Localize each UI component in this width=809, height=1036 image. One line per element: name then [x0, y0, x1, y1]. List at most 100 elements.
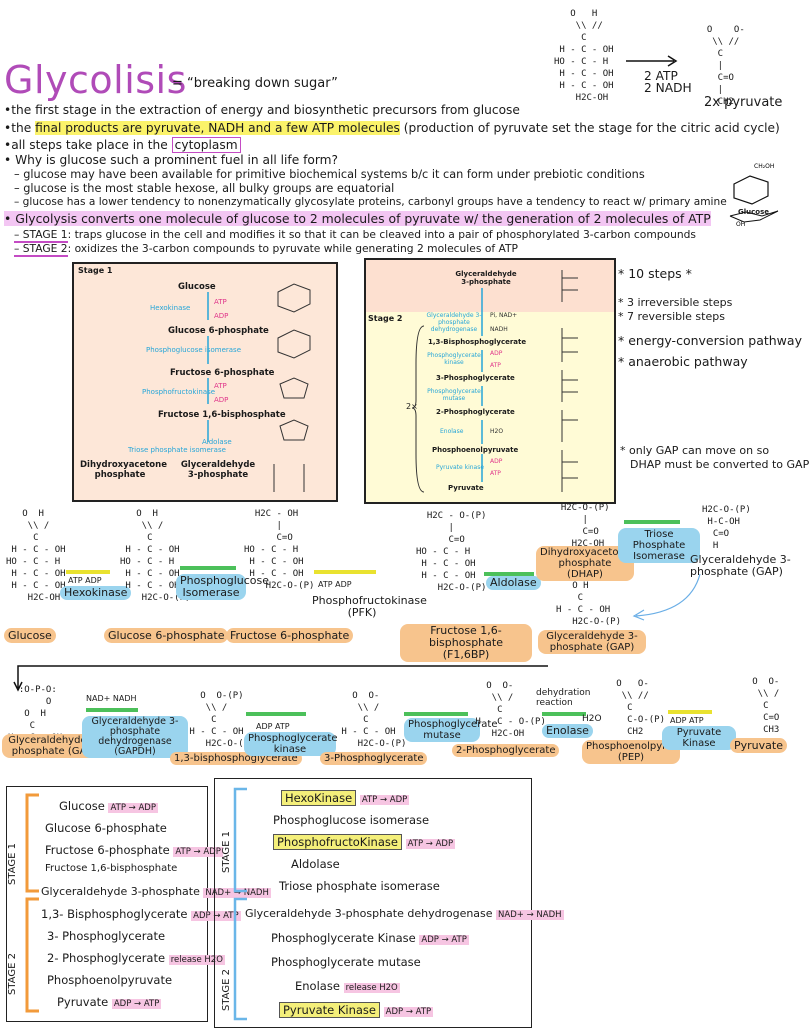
summary-left-row: 3- Phosphoglycerate — [47, 929, 166, 943]
stage2-gap: Glyceraldehyde 3-phosphate — [455, 270, 517, 286]
stage1-hexokinase: Hexokinase — [150, 304, 191, 312]
summary-left-row: Glyceraldehyde 3-phosphate NAD+ → NADH — [41, 885, 271, 898]
row2-enolase-arrow — [542, 712, 586, 716]
stage1-atp-1: ATP — [214, 298, 227, 306]
summary-right-box: STAGE 1 STAGE 2 HexoKinase ATP → ADP Pho… — [214, 778, 564, 1028]
svg-text:CH₂OH: CH₂OH — [754, 163, 774, 170]
bullet-stage1: – STAGE 1: traps glucose in the cell and… — [14, 228, 696, 243]
row2-dehydration-note: dehydration reaction — [536, 688, 591, 708]
stage2-structures — [561, 270, 578, 492]
stage2-pgm: Phosphoglycerate mutase — [427, 388, 481, 402]
summary-right-row: Glyceraldehyde 3-phosphate dehydrogenase… — [245, 907, 564, 920]
row1-pfk-arrow — [314, 570, 376, 574]
page-subtitle: = “breaking down sugar” — [172, 76, 338, 91]
row1-aldolase-arrow — [484, 572, 534, 576]
stage2-top-band — [366, 260, 614, 312]
row2-pk: Pyruvate Kinase — [662, 726, 736, 750]
stage2-heading: Stage 2 — [368, 314, 403, 323]
row1-pgi: Phosphoglucose Isomerase — [176, 574, 269, 600]
reaction-arrow-icon — [626, 55, 678, 67]
row2-pgk-arrow — [246, 712, 306, 716]
row2-3pg-structure: O O- \\ / C H - C - OH H2C-O-(P) — [341, 691, 407, 749]
row2-pgk: Phosphoglycerate kinase — [244, 732, 338, 756]
summary-right-row: Pyruvate Kinase ADP → ATP — [279, 1002, 434, 1018]
stage1-phosphoglucose-isomerase: Phosphoglucose isomerase — [146, 346, 242, 354]
row2-enolase: Enolase — [542, 724, 593, 738]
stage1-triose-isomerase: Triose phosphate isomerase — [128, 446, 226, 454]
stage2-adp-1: ADP — [490, 350, 503, 357]
row1-glucose-label: Glucose — [4, 628, 56, 643]
reaction-product: 2x pyruvate — [704, 95, 783, 110]
summary-left-row: Fructose 1,6-bisphosphate — [45, 863, 178, 874]
row1-gap2-structure: H2C-O-(P) H-C-OH C=O H — [702, 505, 751, 551]
stage1-structures — [273, 283, 311, 492]
row2-pgm: Phosphoglycerate mutase — [404, 718, 498, 742]
glucose-open-chain-structure: O H \\ // C H - C - OH HO - C - H H - C … — [554, 9, 614, 103]
stage1-aldolase: Aldolase — [202, 438, 232, 446]
row1-f6p-label: Fructose 6-phosphate — [226, 628, 354, 643]
row2-13bpg-structure: O O-(P) \\ / C H - C - OH H2C-O-(P) — [189, 691, 255, 749]
stage2-pep: Phosphoenolpyruvate — [432, 446, 519, 454]
note-reversible: * 7 reversible steps — [618, 310, 725, 323]
stage2-pi-nad: Pi, NAD+ — [490, 312, 518, 319]
note-anaerobic: * anaerobic pathway — [618, 354, 748, 369]
bullet-glucose-prebiotic: – glucose may have been available for pr… — [14, 168, 645, 181]
row1-gap-curve-icon — [632, 573, 701, 621]
row1-dhap-label: Dihydroxyacetone phosphate (DHAP) — [536, 546, 634, 581]
stage2-adp-2: ADP — [490, 458, 503, 465]
summary-left-row: 1,3- Bisphosphoglycerate ADP → ATP — [41, 907, 241, 921]
page-title: Glycolisis — [4, 58, 187, 102]
stage1-glucose-6p: Glucose 6-phosphate — [168, 326, 269, 336]
stage1-phosphofructokinase: Phosphofructokinase — [142, 388, 216, 396]
reaction-energy-atp: 2 ATP — [644, 69, 678, 83]
summary-left-stage2-label: STAGE 2 — [7, 953, 18, 995]
summary-left-row: 2- Phosphoglycerate release H2O — [47, 951, 225, 965]
row1-hexokinase: Hexokinase — [60, 586, 132, 600]
bullet-glycolysis-converts: • Glycolysis converts one molecule of gl… — [4, 211, 711, 226]
stage2-atp-2: ATP — [490, 470, 501, 477]
bullet-why-glucose: • Why is glucose such a prominent fuel i… — [4, 153, 338, 167]
row1-f16bp-label: Fructose 1,6-bisphosphate (F1,6BP) — [400, 624, 532, 662]
row2-adp-2: ADP ATP — [670, 716, 704, 725]
bullet-stage2: – STAGE 2: oxidizes the 3-carbon compoun… — [14, 242, 518, 257]
stage2-brace — [411, 325, 425, 493]
row1-atp-2: ATP ADP — [318, 580, 352, 589]
note-10-steps: * 10 steps * — [618, 266, 692, 281]
glucose-ring-label: Glucose — [738, 208, 770, 216]
summary-left-row: Phosphoenolpyruvate — [47, 973, 173, 987]
stage2-h2o: H2O — [490, 428, 504, 435]
row2-pyruvate-structure: O O- \\ / C C=O CH3 — [752, 677, 780, 735]
summary-right-row: Phosphoglycerate Kinase ADP → ATP — [271, 931, 469, 945]
summary-left-row: Pyruvate ADP → ATP — [57, 995, 162, 1009]
stage1-fructose-16bp: Fructose 1,6-bisphosphate — [158, 410, 286, 420]
stage1-flow-arrows — [207, 292, 209, 442]
summary-left-stage1-label: STAGE 1 — [7, 843, 18, 885]
stage1-atp-2: ATP — [214, 382, 227, 390]
svg-text:OH: OH — [736, 221, 745, 228]
row2-pyruvate-label: Pyruvate — [730, 738, 787, 753]
row1-g6p-structure: O H \\ / C H - C - OH HO - C - H H - C -… — [120, 509, 191, 603]
row1-glucose-structure: O H \\ / C H - C - OH HO - C - H H - C -… — [6, 509, 66, 603]
row1-f6p-structure: H2C - OH | C=O HO - C - H H - C - OH H -… — [244, 509, 315, 591]
stage1-panel: Stage 1 Glucose Hexokinase ATP ADP Gluco… — [72, 262, 338, 502]
summary-left-bracket — [25, 793, 39, 1013]
summary-right-row: Triose phosphate isomerase — [279, 879, 440, 893]
stage2-pgk: Phosphoglycerate kinase — [427, 352, 481, 366]
glucose-ring-icon: CH₂OH OH — [729, 163, 779, 228]
stage2-3pg: 3-Phosphoglycerate — [436, 374, 515, 382]
row1-gap-structure: O H C H - C - OH H2C-O-(P) — [556, 581, 622, 627]
row2-pk-arrow — [668, 710, 712, 714]
summary-right-row: HexoKinase ATP → ADP — [281, 790, 410, 806]
row1-tpi-arrow — [624, 520, 680, 524]
stage1-fructose-6p: Fructose 6-phosphate — [170, 368, 275, 378]
row1-aldolase: Aldolase — [486, 576, 541, 590]
summary-right-bracket — [233, 787, 247, 1021]
note-energy-conversion: * energy-conversion pathway — [618, 333, 802, 348]
row2-2pg-label: 2-Phosphoglycerate — [452, 744, 560, 757]
stage2-pyruvate: Pyruvate — [448, 484, 484, 492]
row1-dhap-structure: H2C-O-(P) | C=O H2C-OH — [560, 503, 610, 549]
row1-f16bp-structure: H2C - O-(P) | C=O HO - C - H H - C - OH … — [416, 511, 487, 593]
summary-right-row: Enolase release H2O — [295, 979, 400, 993]
stage1-heading: Stage 1 — [78, 266, 113, 275]
row1-gap2-label: Glyceraldehyde 3-phosphate (GAP) — [690, 553, 791, 578]
